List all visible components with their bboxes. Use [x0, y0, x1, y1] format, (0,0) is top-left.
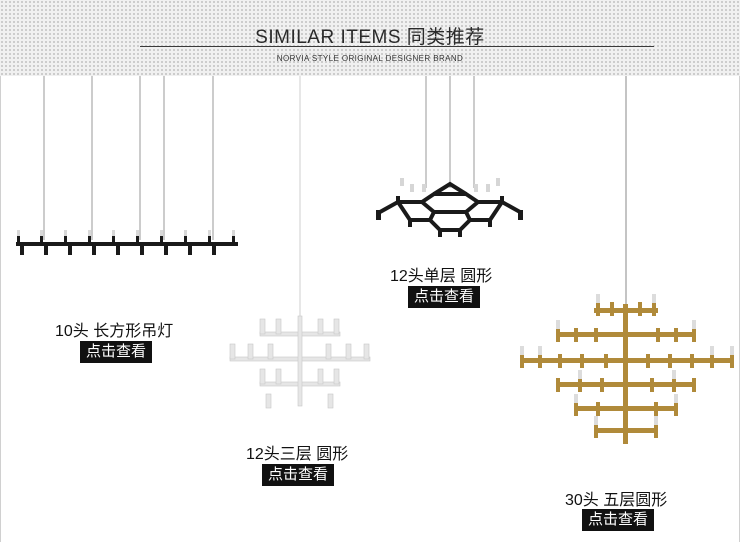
product-caption: 10头 长方形吊灯 [55, 323, 174, 340]
gold-chandelier-image[interactable] [510, 76, 740, 476]
header-banner: SIMILAR ITEMS 同类推荐 NORVIA STYLE ORIGINAL… [0, 0, 740, 76]
brand-subtitle: NORVIA STYLE ORIGINAL DESIGNER BRAND [276, 54, 464, 63]
title-underline [140, 46, 654, 47]
frame-border-left [0, 76, 1, 542]
section-title: SIMILAR ITEMS 同类推荐 [255, 27, 485, 48]
view-button[interactable]: 点击查看 [262, 464, 335, 486]
product-caption: 30头 五层圆形 [565, 492, 668, 509]
white-chandelier-image[interactable] [220, 76, 380, 436]
view-button[interactable]: 点击查看 [80, 341, 153, 363]
product-caption: 12头单层 圆形 [390, 268, 493, 285]
view-button[interactable]: 点击查看 [408, 286, 481, 308]
linear-chandelier-image[interactable] [0, 76, 260, 266]
hex-chandelier-image[interactable] [370, 76, 530, 256]
product-caption: 12头三层 圆形 [246, 446, 349, 463]
view-button[interactable]: 点击查看 [582, 509, 655, 531]
